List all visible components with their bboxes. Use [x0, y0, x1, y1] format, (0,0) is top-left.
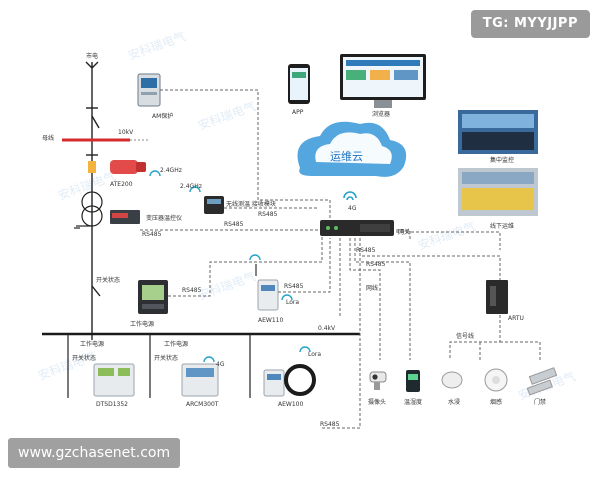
signal-icon	[189, 186, 201, 193]
freq-24g-label-a: 2.4GHz	[160, 167, 182, 174]
feeder-lines	[67, 334, 251, 398]
temp-sensor-device	[88, 160, 146, 174]
signal-icon	[249, 254, 261, 261]
gateway-device	[320, 220, 394, 236]
switch-status-label-a: 开关状态	[96, 276, 120, 284]
wireless-receiver-device	[204, 196, 224, 214]
voltage-04kv-label: 0.4kV	[318, 325, 336, 332]
temp-sensor-label: ATE200	[110, 181, 133, 188]
website-badge: www.gzchasenet.com	[8, 438, 181, 468]
relay-label: AM保护	[152, 112, 173, 120]
watermark: 安科瑞电气	[126, 28, 188, 63]
rs485-links	[140, 89, 501, 429]
humidity-device	[406, 370, 420, 392]
camera-device	[369, 371, 387, 390]
smoke-label: 烟感	[490, 398, 502, 406]
rs485-label: RS485	[224, 221, 244, 228]
transformer-controller-label: 变压器温控仪	[146, 214, 182, 222]
aew100-label: AEW100	[278, 401, 303, 408]
watermark: 安科瑞电气	[56, 168, 118, 203]
photo-center-monitoring	[458, 110, 538, 154]
signal-4g-icon	[343, 191, 357, 201]
power-meter-device	[138, 280, 168, 314]
mains-antenna	[85, 61, 99, 100]
signal-4g-label-b: 4G	[216, 361, 225, 368]
wifi-symbols	[149, 170, 311, 363]
power-supply-label-a: 工作电源	[80, 340, 104, 348]
signal-lines	[449, 310, 541, 360]
lora-label-a: Lora	[286, 299, 299, 306]
signal-icon	[281, 294, 293, 301]
browser-monitor	[340, 54, 426, 108]
signal-4g-label: 4G	[348, 205, 357, 212]
transformer-controller-device	[110, 210, 140, 224]
network-label: 网线	[366, 284, 378, 292]
power-supply-label-b: 工作电源	[164, 340, 188, 348]
mains-label: 市电	[86, 52, 98, 60]
lora-label-b: Lora	[308, 351, 321, 358]
rs485-label: RS485	[284, 283, 304, 290]
door-label: 门禁	[534, 398, 546, 406]
door-device	[526, 367, 558, 396]
watermark: 安科瑞电气	[36, 348, 98, 383]
power-line	[85, 61, 101, 340]
artu-device	[486, 280, 508, 314]
aew110-device	[255, 264, 279, 311]
cloud-label: 运维云	[330, 150, 363, 163]
app-label: APP	[292, 109, 304, 116]
humidity-label: 温湿度	[404, 398, 422, 406]
aew110-label: AEW110	[258, 317, 283, 324]
signal-line-label: 信号线	[456, 332, 474, 340]
voltage-10kv-label: 10kV	[118, 129, 134, 136]
dtsd-device	[93, 363, 135, 397]
signal-icon	[203, 356, 215, 363]
rs485-label: RS485	[366, 261, 386, 268]
transformer-symbol	[74, 191, 103, 229]
rs485-label: RS485	[142, 231, 162, 238]
app-phone	[288, 64, 310, 104]
cloud-shape	[297, 121, 407, 177]
signal-icon	[149, 170, 161, 177]
freq-24g-label-b: 2.4GHz	[180, 183, 202, 190]
water-device	[441, 371, 463, 389]
center-monitoring-label: 集中监控	[490, 156, 514, 164]
offline-maintenance-label: 线下运维	[490, 222, 514, 230]
arcm-label: ARCM300T	[186, 401, 219, 408]
watermark: 安科瑞电气	[196, 98, 258, 133]
smoke-device	[484, 368, 508, 392]
power-meter-label: 工作电源	[130, 320, 154, 328]
dtsd-label: DTSD1352	[96, 401, 128, 408]
signal-icon	[299, 346, 311, 353]
wireless-receiver-label: 无线测温 接收模块	[226, 200, 276, 208]
telegram-badge: TG: MYYJJPP	[470, 10, 590, 38]
rs485-label: RS485	[320, 421, 340, 428]
aew100-device	[263, 364, 316, 397]
rs485-label: RS485	[258, 211, 278, 218]
camera-label: 摄像头	[368, 398, 386, 406]
photo-offline-maintenance	[458, 168, 538, 216]
switch-status-label-b: 开关状态	[72, 354, 96, 362]
watermark: 安科瑞电气	[416, 218, 478, 253]
busbar-label: 母线	[42, 134, 54, 142]
watermark: 安科瑞电气	[196, 268, 258, 303]
switch-status-label-c: 开关状态	[154, 354, 178, 362]
artu-label: ARTU	[508, 315, 524, 322]
relay-device	[137, 73, 161, 107]
water-label: 水浸	[448, 398, 460, 406]
arcm-device	[181, 363, 219, 397]
rs485-label: RS485	[356, 247, 376, 254]
gateway-label: 网关	[398, 228, 410, 236]
browser-label: 浏览器	[372, 110, 390, 118]
rs485-label: RS485	[182, 287, 202, 294]
